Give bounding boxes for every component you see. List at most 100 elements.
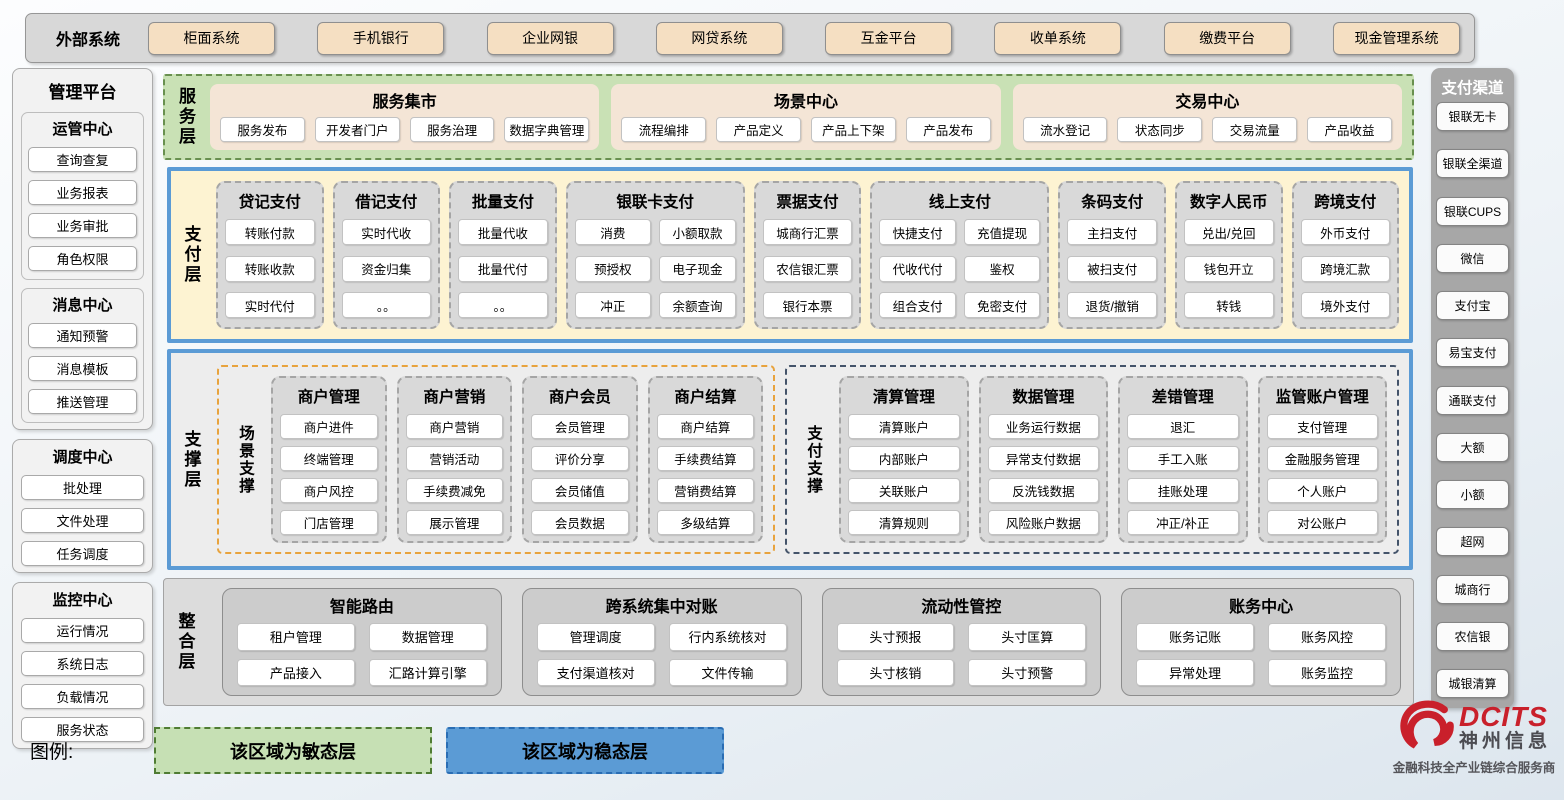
payment-item-button[interactable]: 代收代付 <box>879 255 956 282</box>
management-item-button[interactable]: 服务状态 <box>21 717 144 742</box>
payment-channel-button[interactable]: 微信 <box>1436 243 1509 273</box>
support-item-button[interactable]: 冲正/补正 <box>1127 510 1239 535</box>
payment-item-button[interactable]: 境外支付 <box>1300 292 1391 318</box>
payment-channel-button[interactable]: 小额 <box>1436 480 1509 509</box>
support-item-button[interactable]: 商户结算 <box>656 414 755 439</box>
support-item-button[interactable]: 会员数据 <box>531 510 629 535</box>
integration-item-button[interactable]: 租户管理 <box>237 623 355 651</box>
payment-channel-button[interactable]: 银联CUPS <box>1436 196 1509 226</box>
management-item-button[interactable]: 查询查复 <box>28 147 137 172</box>
management-item-button[interactable]: 文件处理 <box>21 508 144 533</box>
payment-item-button[interactable]: 消费 <box>574 219 652 245</box>
management-item-button[interactable]: 业务审批 <box>28 213 137 238</box>
support-item-button[interactable]: 会员管理 <box>531 414 629 439</box>
support-item-button[interactable]: 会员储值 <box>531 478 629 503</box>
support-item-button[interactable]: 手工入账 <box>1127 446 1239 471</box>
integration-item-button[interactable]: 行内系统核对 <box>668 623 787 651</box>
support-item-button[interactable]: 多级结算 <box>656 510 755 535</box>
integration-item-button[interactable]: 产品接入 <box>237 658 355 686</box>
payment-item-button[interactable]: 鉴权 <box>963 255 1041 282</box>
service-item-button[interactable]: 流水登记 <box>1022 117 1108 142</box>
payment-item-button[interactable]: 实时代收 <box>341 219 432 245</box>
integration-item-button[interactable]: 账务监控 <box>1268 658 1386 686</box>
payment-item-button[interactable]: 转钱 <box>1183 292 1274 318</box>
support-item-button[interactable]: 支付管理 <box>1266 414 1378 439</box>
management-item-button[interactable]: 批处理 <box>21 475 144 500</box>
service-item-button[interactable]: 状态同步 <box>1117 117 1203 142</box>
support-item-button[interactable]: 对公账户 <box>1266 510 1378 535</box>
external-system-button[interactable]: 网贷系统 <box>655 21 783 55</box>
integration-item-button[interactable]: 账务记账 <box>1136 623 1255 651</box>
external-system-button[interactable]: 企业网银 <box>486 21 614 55</box>
service-item-button[interactable]: 产品上下架 <box>810 117 896 142</box>
support-item-button[interactable]: 反洗钱数据 <box>987 478 1100 503</box>
support-item-button[interactable]: 营销活动 <box>405 446 504 471</box>
service-item-button[interactable]: 产品发布 <box>905 117 991 142</box>
service-item-button[interactable]: 数据字典管理 <box>504 117 590 142</box>
external-system-button[interactable]: 现金管理系统 <box>1332 21 1460 55</box>
service-item-button[interactable]: 开发者门户 <box>314 117 400 142</box>
payment-channel-button[interactable]: 农信银 <box>1436 621 1509 651</box>
support-item-button[interactable]: 关联账户 <box>848 478 960 503</box>
support-item-button[interactable]: 退汇 <box>1127 414 1239 439</box>
external-system-button[interactable]: 收单系统 <box>994 21 1122 55</box>
payment-item-button[interactable]: 兑出/兑回 <box>1183 219 1274 245</box>
payment-channel-button[interactable]: 支付宝 <box>1436 291 1509 320</box>
payment-item-button[interactable]: 组合支付 <box>879 292 956 318</box>
payment-channel-button[interactable]: 通联支付 <box>1436 385 1509 415</box>
payment-channel-button[interactable]: 银联无卡 <box>1436 102 1509 131</box>
payment-item-button[interactable]: 。。 <box>341 292 432 318</box>
payment-item-button[interactable]: 。。 <box>458 292 548 318</box>
payment-item-button[interactable]: 城商行汇票 <box>762 219 853 245</box>
payment-item-button[interactable]: 预授权 <box>574 255 652 282</box>
integration-item-button[interactable]: 头寸匡算 <box>968 623 1087 651</box>
payment-channel-button[interactable]: 银联全渠道 <box>1436 149 1509 179</box>
support-item-button[interactable]: 商户风控 <box>280 478 378 503</box>
payment-item-button[interactable]: 退货/撤销 <box>1067 292 1157 318</box>
support-item-button[interactable]: 评价分享 <box>531 446 629 471</box>
payment-channel-button[interactable]: 易宝支付 <box>1436 338 1509 368</box>
payment-item-button[interactable]: 银行本票 <box>762 292 853 318</box>
support-item-button[interactable]: 手续费结算 <box>656 446 755 471</box>
payment-item-button[interactable]: 批量代付 <box>458 255 548 282</box>
payment-item-button[interactable]: 钱包开立 <box>1183 255 1274 282</box>
management-item-button[interactable]: 通知预警 <box>28 323 137 348</box>
payment-item-button[interactable]: 跨境汇款 <box>1300 255 1391 282</box>
support-item-button[interactable]: 商户营销 <box>405 414 504 439</box>
integration-item-button[interactable]: 头寸预报 <box>836 623 955 651</box>
integration-item-button[interactable]: 头寸核销 <box>836 658 955 686</box>
integration-item-button[interactable]: 文件传输 <box>668 658 787 686</box>
payment-item-button[interactable]: 小额取款 <box>659 219 736 245</box>
integration-item-button[interactable]: 数据管理 <box>368 623 487 651</box>
payment-item-button[interactable]: 主扫支付 <box>1067 219 1157 245</box>
payment-channel-button[interactable]: 城银清算 <box>1436 669 1509 698</box>
payment-item-button[interactable]: 免密支付 <box>963 292 1041 318</box>
external-system-button[interactable]: 缴费平台 <box>1163 21 1291 55</box>
service-item-button[interactable]: 产品收益 <box>1307 117 1392 142</box>
support-item-button[interactable]: 清算规则 <box>848 510 960 535</box>
service-item-button[interactable]: 交易流量 <box>1212 117 1298 142</box>
support-item-button[interactable]: 清算账户 <box>848 414 960 439</box>
support-item-button[interactable]: 金融服务管理 <box>1266 446 1378 471</box>
payment-item-button[interactable]: 实时代付 <box>225 292 315 318</box>
payment-item-button[interactable]: 电子现金 <box>659 255 736 282</box>
service-item-button[interactable]: 产品定义 <box>716 117 801 142</box>
integration-item-button[interactable]: 头寸预警 <box>968 658 1087 686</box>
service-item-button[interactable]: 流程编排 <box>621 117 707 142</box>
service-item-button[interactable]: 服务治理 <box>409 117 495 142</box>
payment-item-button[interactable]: 被扫支付 <box>1067 255 1157 282</box>
management-item-button[interactable]: 推送管理 <box>28 389 137 414</box>
payment-item-button[interactable]: 冲正 <box>574 292 652 318</box>
integration-item-button[interactable]: 管理调度 <box>536 623 655 651</box>
management-item-button[interactable]: 运行情况 <box>21 618 144 643</box>
service-item-button[interactable]: 服务发布 <box>220 117 305 142</box>
external-system-button[interactable]: 互金平台 <box>825 21 953 55</box>
external-system-button[interactable]: 柜面系统 <box>148 21 275 55</box>
payment-item-button[interactable]: 资金归集 <box>341 255 432 282</box>
support-item-button[interactable]: 展示管理 <box>405 510 504 535</box>
integration-item-button[interactable]: 支付渠道核对 <box>536 658 655 686</box>
support-item-button[interactable]: 风险账户数据 <box>987 510 1100 535</box>
support-item-button[interactable]: 终端管理 <box>280 446 378 471</box>
support-item-button[interactable]: 挂账处理 <box>1127 478 1239 503</box>
management-item-button[interactable]: 角色权限 <box>28 246 137 271</box>
